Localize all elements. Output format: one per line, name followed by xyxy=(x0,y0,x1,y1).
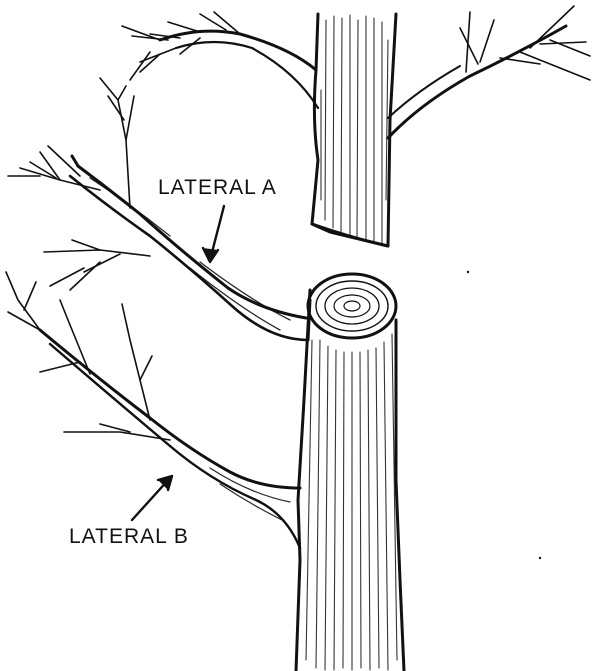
cut-stub xyxy=(308,274,396,340)
lateral-a-label: LATERAL A xyxy=(158,176,277,200)
upper-left-branch xyxy=(122,12,318,108)
lateral-b-branch xyxy=(6,272,300,548)
arrow-lateral-b xyxy=(132,476,172,520)
arrow-lateral-a xyxy=(203,206,224,262)
upper-right-branch xyxy=(388,6,590,138)
lateral-a-branch xyxy=(8,78,308,340)
main-trunk xyxy=(296,290,404,671)
upper-trunk xyxy=(312,14,396,246)
lateral-b-label: LATERAL B xyxy=(69,525,189,549)
